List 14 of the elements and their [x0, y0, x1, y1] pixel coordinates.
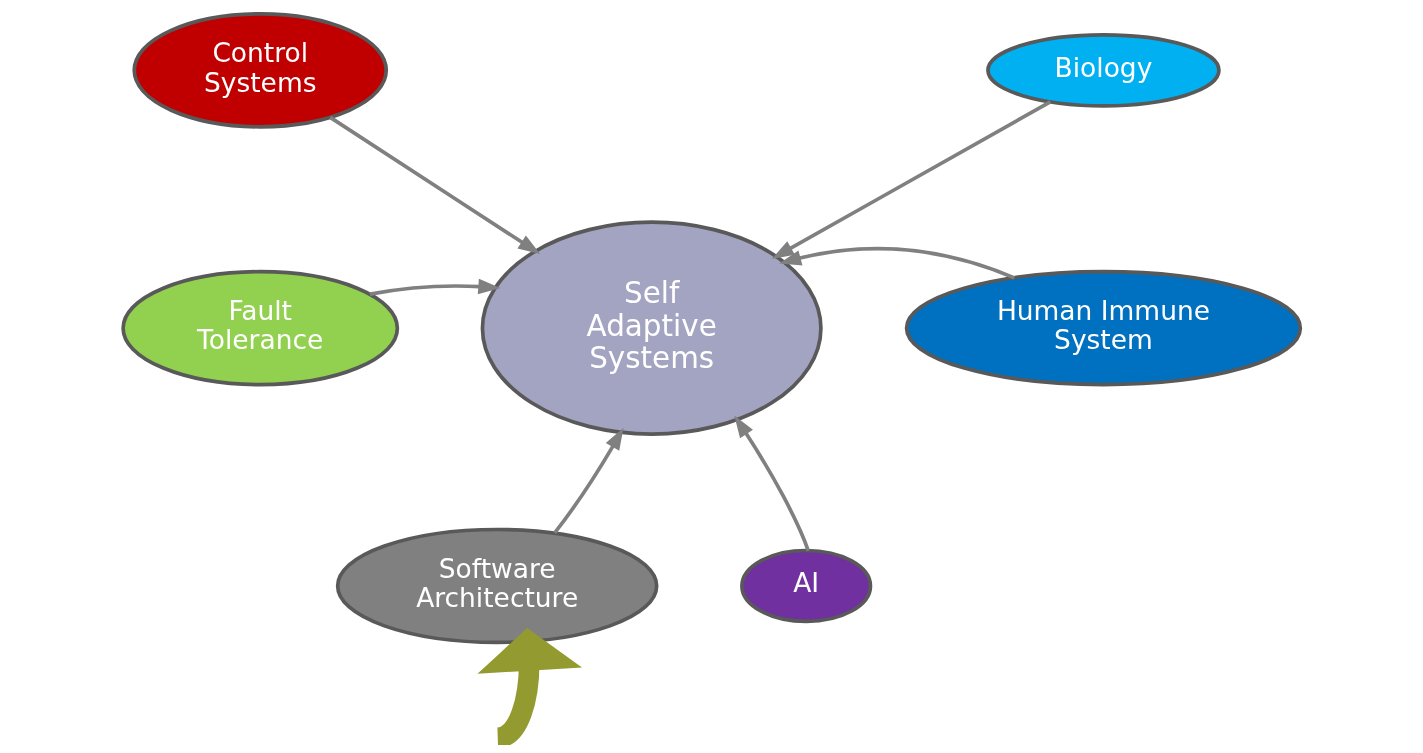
arrow [369, 278, 501, 296]
arrow [553, 427, 624, 535]
arrow [329, 115, 541, 255]
node-ellipse: Biology [986, 33, 1221, 108]
node-ellipse: Fault Tolerance [121, 269, 400, 387]
node-ellipse: AI [740, 548, 873, 624]
arrow [771, 100, 1052, 259]
arrow [779, 246, 1016, 280]
node-ellipse: Self Adaptive Systems [480, 220, 823, 436]
arrow [477, 628, 582, 745]
node-ellipse: Software Architecture [335, 527, 659, 645]
arrow [734, 415, 810, 552]
node-ellipse: Human Immune System [904, 269, 1303, 387]
node-ellipse: Control Systems [132, 12, 389, 129]
